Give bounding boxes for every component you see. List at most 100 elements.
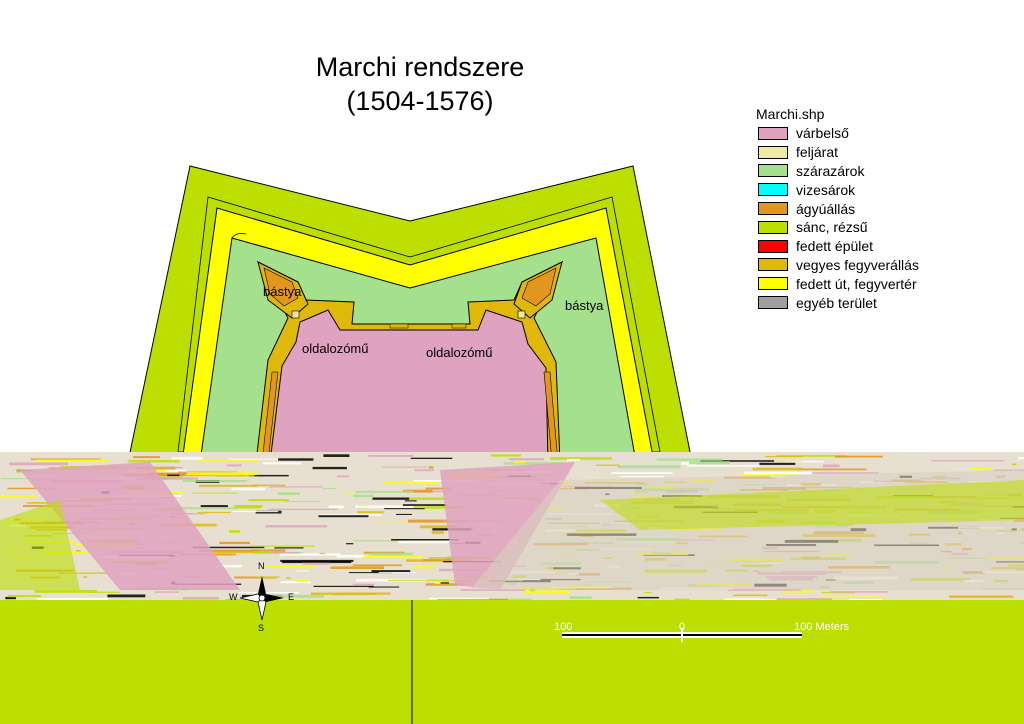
map-title-line2: (1504-1576) (346, 86, 494, 116)
legend-label: vegyes fegyverállás (796, 256, 919, 273)
glitch-streak (248, 499, 289, 502)
glitch-streak (251, 549, 286, 552)
glitch-streak (413, 566, 436, 569)
legend-swatch (758, 145, 788, 159)
glitch-streak (357, 511, 384, 514)
glitch-streak (829, 591, 889, 593)
bastion-right-gun (521, 267, 557, 307)
glitch-band (0, 452, 1024, 602)
legend-item: feljárat (756, 143, 996, 162)
glitch-streak (328, 505, 344, 509)
glitch-streak (410, 457, 453, 459)
glitch-streak (285, 500, 320, 502)
glitch-streak (146, 472, 202, 475)
glitch-streak (200, 505, 228, 508)
glitch-streak (355, 505, 428, 508)
glitch-streak (733, 594, 768, 597)
glitch-streak (313, 585, 374, 587)
glitch-streak (182, 480, 248, 483)
legend-swatch (758, 164, 788, 178)
glitch-streak (993, 469, 1024, 471)
glitch-streak (285, 577, 292, 579)
glitch-streak (358, 555, 424, 559)
glitch-streak (252, 551, 271, 554)
glitch-streak (352, 583, 375, 586)
glitch-streak (823, 464, 840, 468)
legend-swatch (758, 202, 788, 216)
glitch-streak (617, 465, 681, 469)
glitch-streak (171, 456, 203, 460)
legend-item: fedett épület (756, 237, 996, 256)
glitch-streak (151, 476, 183, 478)
glitch-streak (312, 466, 347, 470)
glitch-streak (295, 570, 310, 572)
glitch-streak (949, 595, 1014, 598)
legend-label: feljárat (796, 144, 839, 161)
glitch-streak (318, 515, 369, 518)
bottom-fill (0, 600, 1024, 724)
glitch-streak (197, 459, 260, 461)
glitch-streak (368, 586, 400, 588)
legend-label: szárazárok (796, 162, 865, 179)
glitch-streak (752, 467, 803, 471)
glitch-streak (428, 597, 490, 600)
compass-west: W (229, 592, 238, 602)
glitch-streak (5, 596, 16, 600)
glitch-streak (274, 547, 304, 549)
glitch-streak (265, 525, 328, 528)
glitch-streak (277, 492, 300, 495)
glitch-streak (491, 454, 521, 457)
glitch-streak (198, 511, 231, 513)
glitch-streak (422, 559, 454, 561)
glitch-streak (0, 495, 36, 498)
glitch-streak (503, 462, 564, 465)
glitch-streak (232, 510, 279, 513)
glitch-streak (425, 487, 451, 490)
glitch-streak (797, 468, 867, 471)
glitch-streak (398, 540, 466, 544)
legend-label: sánc, rézsű (796, 219, 868, 236)
glitch-streak (372, 497, 410, 500)
glitch-streak (262, 565, 317, 568)
glitch-streak (371, 570, 411, 573)
glitch-streak (252, 484, 286, 487)
glitch-streak (337, 592, 391, 595)
glitch-streak (198, 549, 258, 552)
label-bastion-right: bástya (565, 298, 604, 313)
legend-item: egyéb terület (756, 293, 996, 312)
glitch-streak (213, 565, 242, 568)
glitch-streak (193, 512, 208, 514)
glitch-streak (227, 464, 242, 467)
legend-item: sánc, rézsű (756, 218, 996, 237)
castle-interior (269, 309, 549, 463)
glitch-streak (508, 458, 544, 461)
bastion-left-gun (263, 267, 299, 307)
glitch-streak (778, 460, 803, 462)
glitch-streak (769, 474, 799, 476)
glitch-streak (403, 489, 433, 493)
glitch-streak (186, 472, 257, 476)
label-flank-right: oldalozómű (426, 345, 493, 360)
glitch-streak (550, 457, 613, 460)
gate-right (451, 323, 467, 329)
gate-left (389, 323, 409, 329)
glitch-streak (191, 492, 238, 494)
legend-item: vizesárok (756, 180, 996, 199)
glitch-streak (724, 598, 777, 601)
glitch-streak (687, 465, 761, 467)
glitch-streak (425, 583, 465, 586)
glitch-streak (524, 590, 570, 594)
glitch-streak (255, 594, 324, 598)
glitch-streak (765, 456, 803, 458)
glitch-streak (167, 474, 180, 477)
glitch-streak (355, 490, 414, 493)
glitch-streak (382, 466, 427, 468)
glitch-streak (431, 531, 445, 534)
glitch-streak (812, 472, 879, 474)
map-title: Marchi rendszere (1504-1576) (260, 50, 580, 118)
glitch-streak (413, 506, 464, 509)
glitch-streak (228, 458, 297, 460)
compass-east: E (288, 592, 295, 602)
glitch-streak (192, 546, 265, 549)
